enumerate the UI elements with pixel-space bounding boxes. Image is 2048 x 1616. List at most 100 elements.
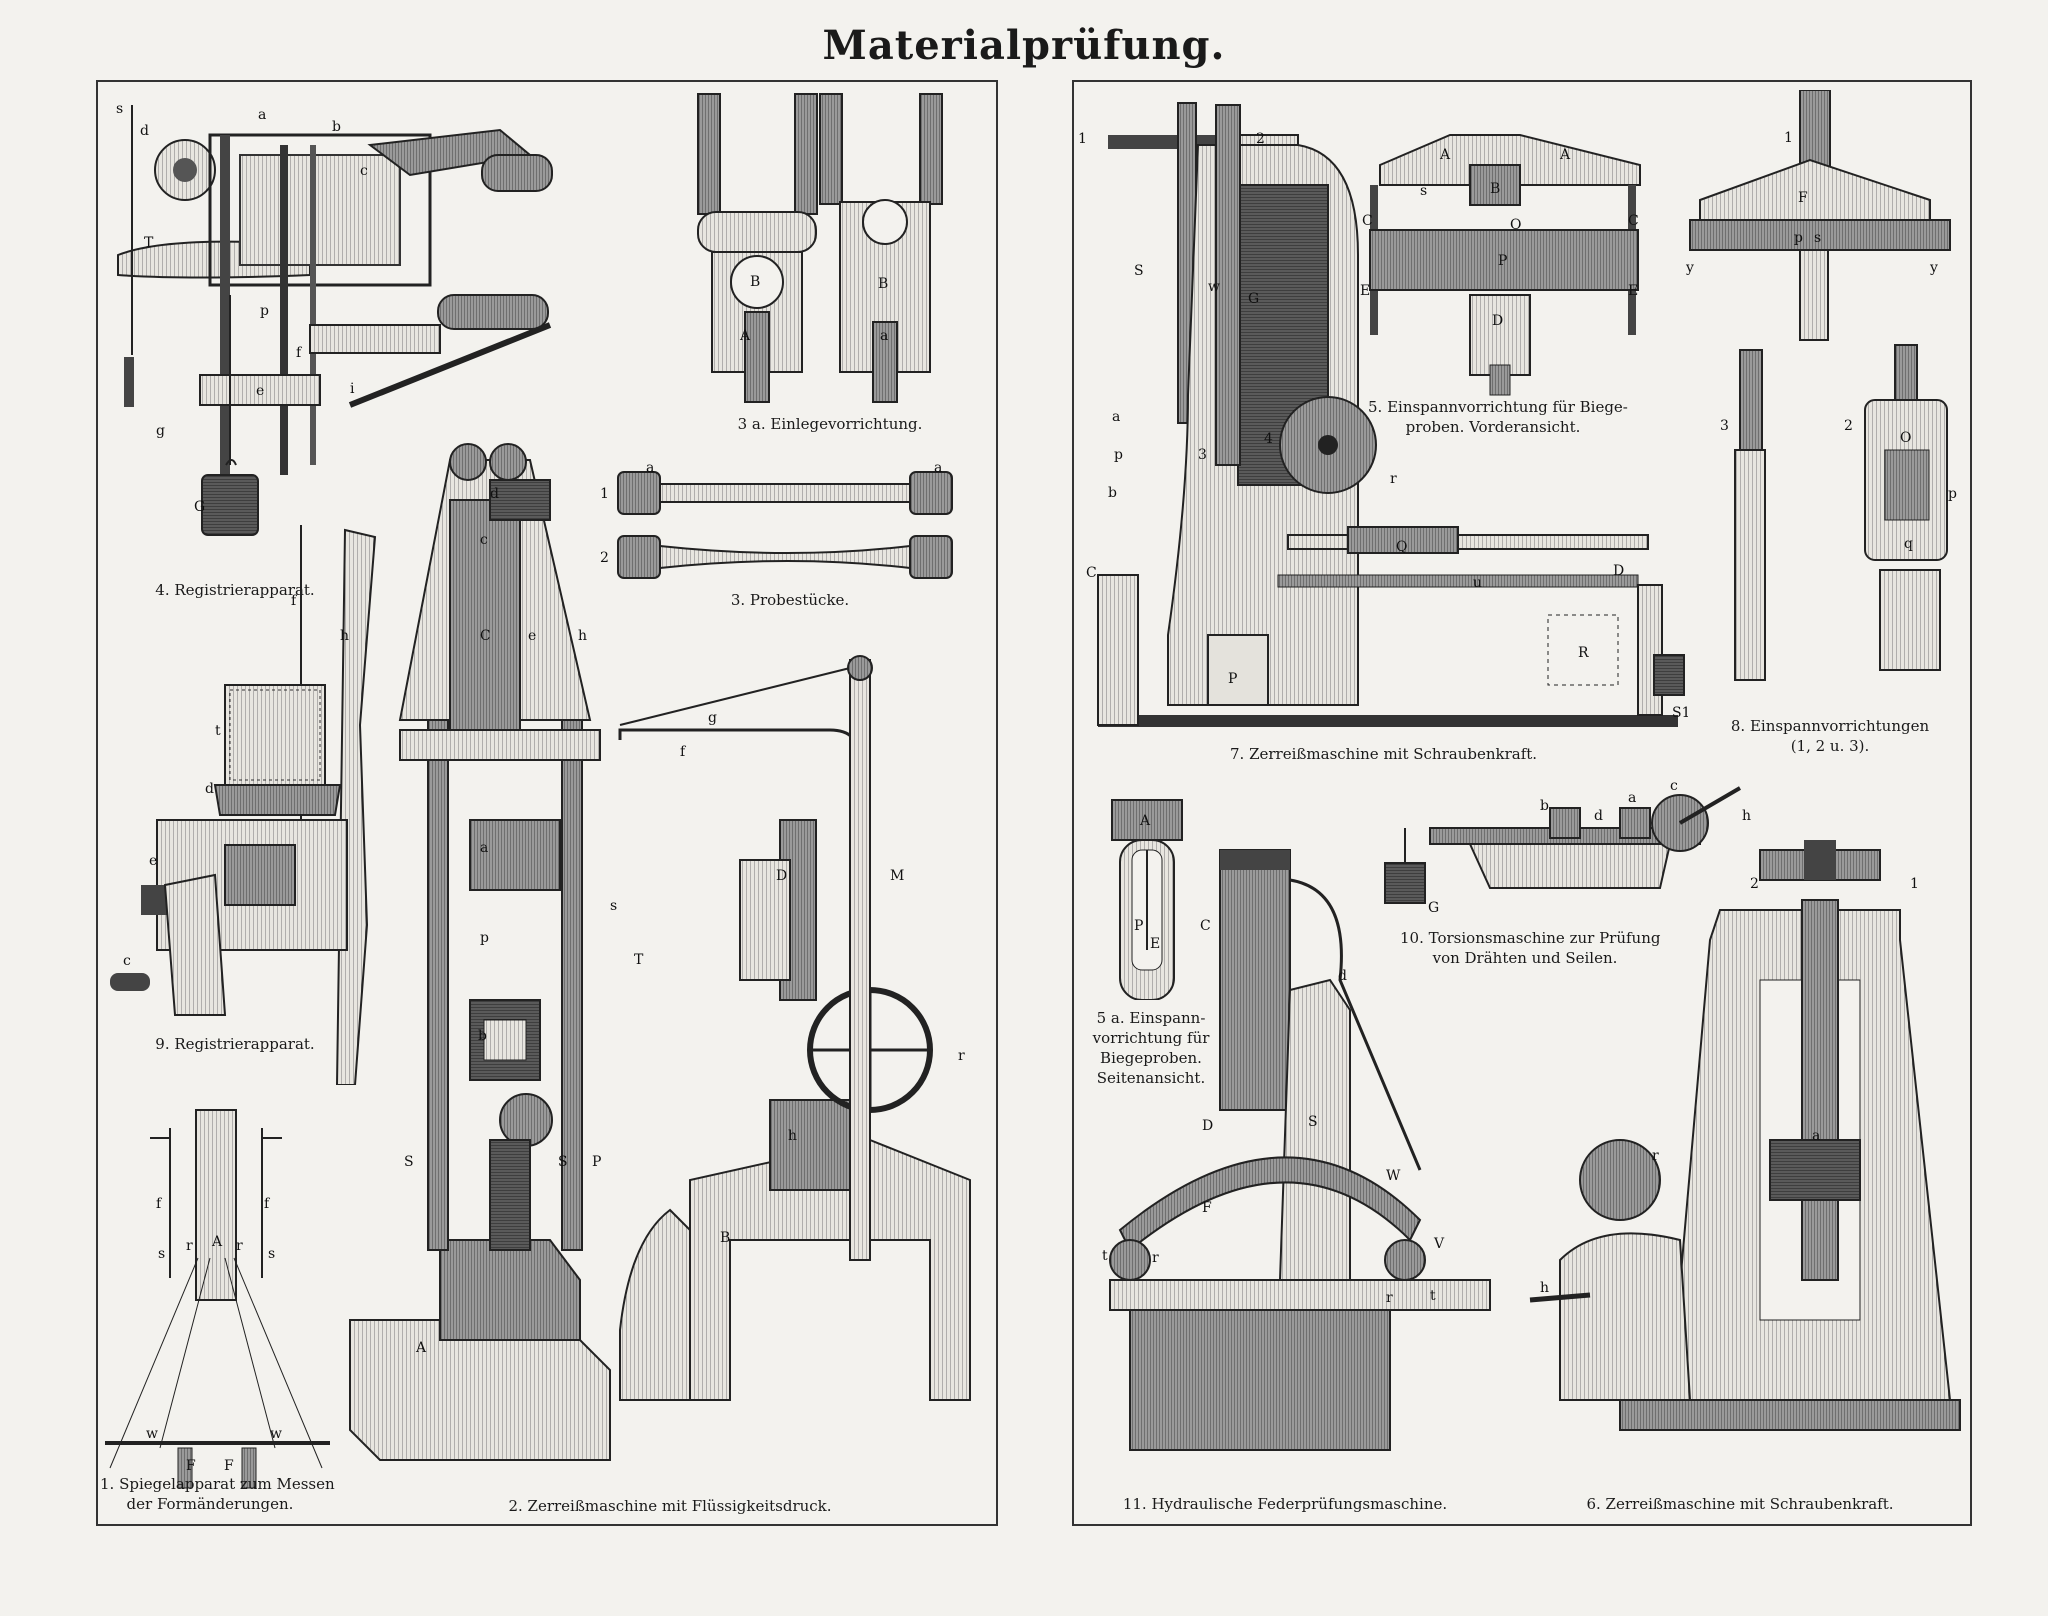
- part-label: A: [415, 1340, 427, 1356]
- part-label: e: [528, 628, 536, 644]
- fig5a-part-labels: APE: [1134, 813, 1160, 952]
- part-label: a: [646, 460, 654, 476]
- left-plate-frame: [96, 80, 998, 1526]
- part-label: 3: [1720, 418, 1729, 434]
- part-label: t: [215, 723, 221, 739]
- fig1-caption-line1: 1. Spiegelapparat zum Messen: [100, 1475, 335, 1493]
- part-label: b: [1540, 798, 1549, 814]
- part-label: f: [291, 593, 298, 609]
- part-label: G: [1428, 900, 1439, 916]
- part-label: h: [578, 628, 587, 644]
- part-label: P: [1228, 671, 1237, 687]
- right-plate-frame: [1072, 80, 1972, 1526]
- part-label: C: [1362, 213, 1373, 229]
- part-label: C: [1200, 918, 1211, 934]
- part-label: p: [1114, 447, 1123, 463]
- part-label: r: [236, 1238, 243, 1254]
- part-label: 1: [1784, 130, 1793, 146]
- part-label: A: [1139, 813, 1151, 829]
- fig3-caption: 3. Probestücke.: [730, 591, 850, 609]
- part-label: h: [340, 628, 349, 644]
- part-label: S: [404, 1154, 414, 1170]
- part-label: a: [480, 840, 488, 856]
- part-label: y: [1929, 260, 1938, 276]
- fig9-caption: 9. Registrierapparat.: [155, 1035, 315, 1053]
- part-label: a: [880, 328, 888, 344]
- part-label: 2: [600, 550, 609, 566]
- part-label: 4: [1264, 431, 1273, 447]
- part-label: s: [610, 898, 617, 914]
- fig10-torsionsmaschine-illustration: bda chG: [1384, 778, 1751, 916]
- part-label: D: [1202, 1118, 1213, 1134]
- part-label: c: [360, 163, 368, 179]
- part-label: C: [1086, 565, 1097, 581]
- part-label: b: [1108, 485, 1117, 501]
- part-label: c: [1670, 778, 1678, 794]
- part-label: O: [1510, 217, 1521, 233]
- fig5-caption: 5. Einspannvorrichtung für Biege- proben…: [1368, 397, 1628, 437]
- part-label: r: [186, 1238, 193, 1254]
- part-label: f: [264, 1196, 271, 1212]
- part-label: 2: [1750, 876, 1759, 892]
- part-label: t: [1430, 1288, 1436, 1304]
- part-label: E: [1360, 283, 1370, 299]
- part-label: B: [1490, 181, 1500, 197]
- part-label: a: [1112, 409, 1120, 425]
- part-label: D: [1613, 563, 1624, 579]
- part-label: s: [158, 1246, 165, 1262]
- part-label: B: [720, 1230, 730, 1246]
- part-label: r: [1152, 1250, 1159, 1266]
- part-label: d: [205, 781, 214, 797]
- part-label: u: [1473, 575, 1482, 591]
- part-label: y: [1685, 260, 1694, 276]
- part-label: h: [1742, 808, 1751, 824]
- part-label: d: [140, 123, 149, 139]
- part-label: T: [634, 952, 644, 968]
- part-label: b: [332, 119, 341, 135]
- fig5a-caption: 5 a. Einspann- vorrichtung für Biegeprob…: [1076, 1008, 1226, 1088]
- fig4-registrierapparat-illustration: sda bcT pfe igG: [116, 101, 553, 536]
- part-label: r: [958, 1048, 965, 1064]
- part-label: E: [1628, 283, 1638, 299]
- fig4-part-labels: sda bcT pfe igG: [116, 101, 368, 515]
- fig10-caption: 10. Torsionsmaschine zur Prüfung von Drä…: [1400, 928, 1660, 968]
- part-label: s: [268, 1246, 275, 1262]
- part-label: r: [1390, 471, 1397, 487]
- part-label: p: [260, 303, 269, 319]
- part-label: a: [1812, 1128, 1820, 1144]
- part-label: g: [708, 710, 717, 726]
- part-label: A: [211, 1234, 223, 1250]
- part-label: e: [256, 383, 264, 399]
- page-title: Materialprüfung.: [822, 22, 1226, 69]
- part-label: e: [149, 853, 157, 869]
- part-label: B: [878, 276, 888, 292]
- part-label: t: [1102, 1248, 1108, 1264]
- part-label: 1: [600, 486, 609, 502]
- part-label: g: [156, 423, 165, 439]
- fig2-caption: 2. Zerreißmaschine mit Flüssigkeitsdruck…: [508, 1497, 832, 1515]
- part-label: B: [750, 274, 760, 290]
- part-label: c: [480, 532, 488, 548]
- fig5a-caption-line1: 5 a. Einspann-: [1096, 1009, 1206, 1027]
- part-label: D: [776, 868, 787, 884]
- part-label: p: [1794, 230, 1803, 246]
- part-label: p: [480, 930, 489, 946]
- fig5a-caption-line4: Seitenansicht.: [1096, 1069, 1206, 1087]
- part-label: a: [258, 107, 266, 123]
- part-label: P: [1134, 918, 1143, 934]
- part-label: w: [270, 1426, 282, 1442]
- part-label: c: [123, 953, 131, 969]
- part-label: s: [116, 101, 123, 117]
- part-label: d: [1594, 808, 1603, 824]
- part-label: A: [1439, 147, 1451, 163]
- fig10-part-labels: bda chG: [1428, 778, 1751, 916]
- part-label: F: [1202, 1200, 1212, 1216]
